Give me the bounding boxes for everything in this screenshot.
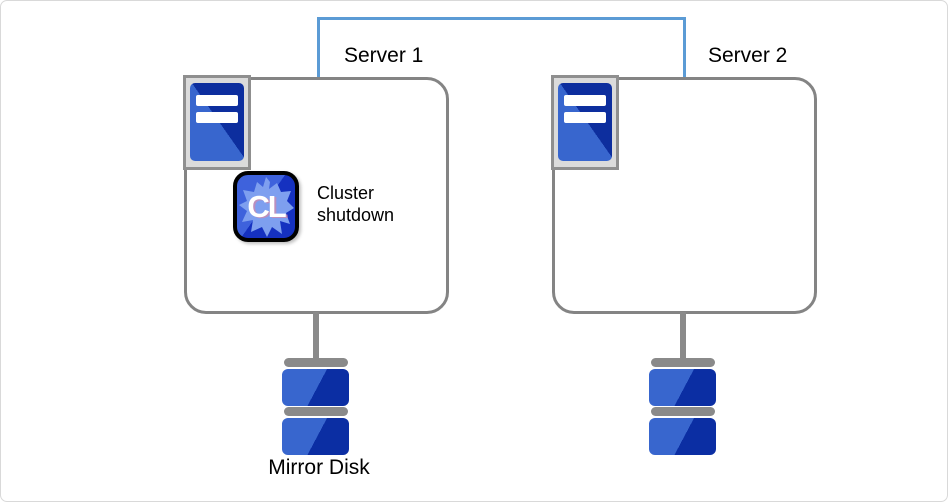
server-tower-icon xyxy=(551,75,619,170)
mirror-disk-label: Mirror Disk xyxy=(268,456,370,479)
server-tower-body xyxy=(190,83,244,161)
server-drive-bar xyxy=(196,112,238,123)
server2-group xyxy=(551,75,821,315)
disk1-connector-line xyxy=(313,312,319,362)
disk-platter xyxy=(649,418,716,455)
disk-platter xyxy=(649,369,716,406)
server1-label: Server 1 xyxy=(344,44,424,67)
disk-cap xyxy=(284,407,348,416)
server-tower-icon xyxy=(183,75,251,170)
cluster-badge-text: CL xyxy=(247,188,286,224)
disk1-group xyxy=(282,312,349,455)
disk-platter xyxy=(282,369,349,406)
server-tower-body xyxy=(558,83,612,161)
server-drive-bar xyxy=(196,95,238,106)
disk-cap xyxy=(284,358,348,367)
cluster-app-icon: CL xyxy=(233,171,299,242)
server-drive-bar xyxy=(564,95,606,106)
disk-cap xyxy=(651,358,715,367)
disk-platter xyxy=(282,418,349,455)
disk2-connector-line xyxy=(680,312,686,362)
interconnect-line xyxy=(317,17,686,78)
disk2-group xyxy=(649,312,716,455)
cluster-status-label: Cluster shutdown xyxy=(317,183,395,225)
server2-label: Server 2 xyxy=(708,44,788,67)
server-drive-bar xyxy=(564,112,606,123)
disk-cap xyxy=(651,407,715,416)
cluster-splat-shape xyxy=(239,177,294,237)
server1-group: CL Cluster shutdown xyxy=(183,75,453,315)
